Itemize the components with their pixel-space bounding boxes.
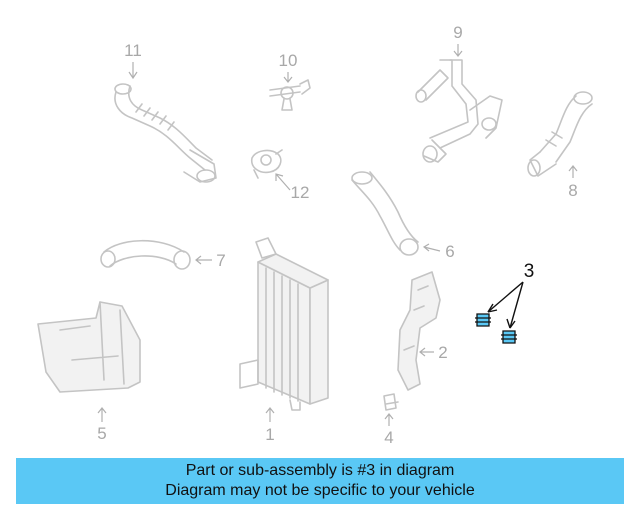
part-11-intake-hose — [114, 83, 217, 183]
callout-6: 6 — [445, 242, 454, 261]
banner-line-1: Part or sub-assembly is #3 in diagram — [185, 462, 455, 479]
callout-8: 8 — [568, 181, 577, 200]
callout-3: 3 — [524, 261, 535, 282]
part-9-pipe — [415, 59, 503, 163]
part-3-grommets — [475, 313, 517, 344]
info-banner: Part or sub-assembly is #3 in diagram Di… — [16, 458, 624, 504]
part-6-hose — [351, 171, 419, 256]
part-5-air-duct — [37, 301, 141, 393]
part-2-bracket — [397, 271, 441, 391]
callout-10: 10 — [279, 51, 298, 70]
part-12-flange — [250, 149, 283, 179]
part-7-hose — [100, 239, 191, 270]
callout-7: 7 — [216, 251, 225, 270]
part-8-hose — [527, 91, 593, 177]
callout-2: 2 — [438, 343, 447, 362]
callout-9: 9 — [453, 23, 462, 42]
callout-11: 11 — [124, 41, 142, 60]
callout-5: 5 — [97, 424, 106, 443]
part-4-plug — [383, 393, 399, 411]
part-10-valve — [269, 79, 311, 111]
callout-4: 4 — [384, 428, 393, 447]
part-1-intercooler — [239, 237, 329, 411]
callout-12: 12 — [291, 183, 310, 202]
banner-line-2: Diagram may not be specific to your vehi… — [165, 482, 475, 499]
callout-1: 1 — [265, 425, 274, 444]
